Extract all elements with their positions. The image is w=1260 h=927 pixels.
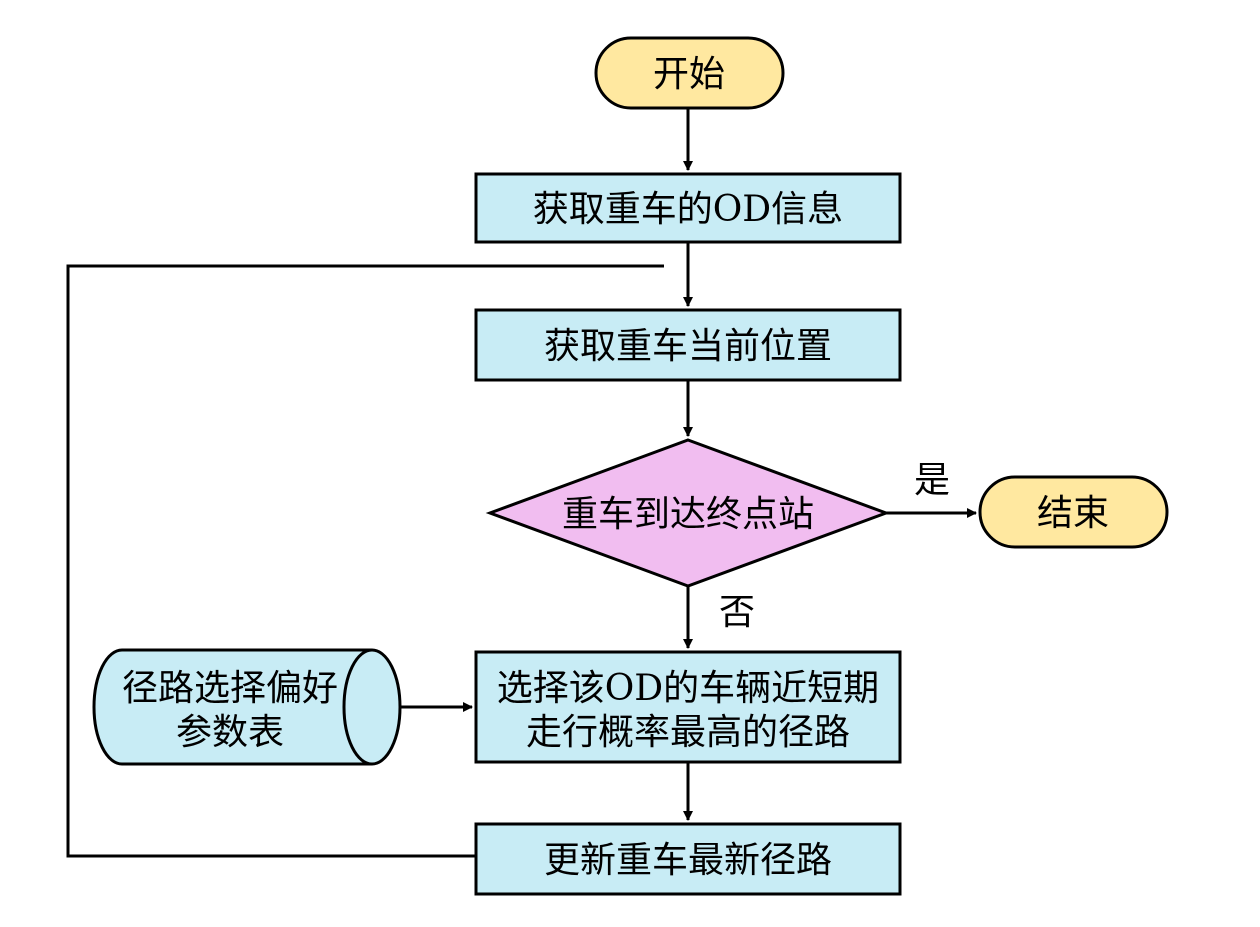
arrived-decision-node: 重车到达终点站 bbox=[485, 438, 891, 588]
select-path-label-line2: 走行概率最高的径路 bbox=[526, 712, 850, 753]
pref-table-label-line2: 参数表 bbox=[176, 712, 284, 753]
get-od-shape bbox=[474, 172, 902, 244]
yes-label: 是 bbox=[914, 460, 950, 501]
pref-table-node: 径路选择偏好 参数表 bbox=[92, 648, 402, 766]
start-node: 开始 bbox=[594, 36, 785, 110]
select-path-node: 选择该OD的车辆近短期 走行概率最高的径路 bbox=[474, 650, 902, 764]
update-path-shape bbox=[474, 822, 902, 896]
arrived-decision-label: 重车到达终点站 bbox=[562, 494, 814, 535]
get-position-node: 获取重车当前位置 bbox=[474, 308, 902, 382]
loop-back-connector bbox=[66, 264, 664, 858]
update-path-label: 更新重车最新径路 bbox=[544, 840, 832, 881]
end-label: 结束 bbox=[1037, 493, 1109, 534]
end-node: 结束 bbox=[978, 475, 1169, 549]
select-path-shape bbox=[474, 650, 902, 764]
get-od-node: 获取重车的OD信息 bbox=[474, 172, 902, 244]
get-position-label: 获取重车当前位置 bbox=[544, 326, 832, 367]
pref-table-label-line1: 径路选择偏好 bbox=[122, 668, 338, 709]
get-od-label: 获取重车的OD信息 bbox=[533, 189, 843, 230]
update-path-node: 更新重车最新径路 bbox=[474, 822, 902, 896]
end-shape bbox=[978, 475, 1169, 549]
select-path-label-line1: 选择该OD的车辆近短期 bbox=[497, 668, 879, 709]
no-label: 否 bbox=[719, 592, 755, 633]
pref-table-end-curve bbox=[342, 648, 373, 766]
start-label: 开始 bbox=[653, 54, 725, 95]
